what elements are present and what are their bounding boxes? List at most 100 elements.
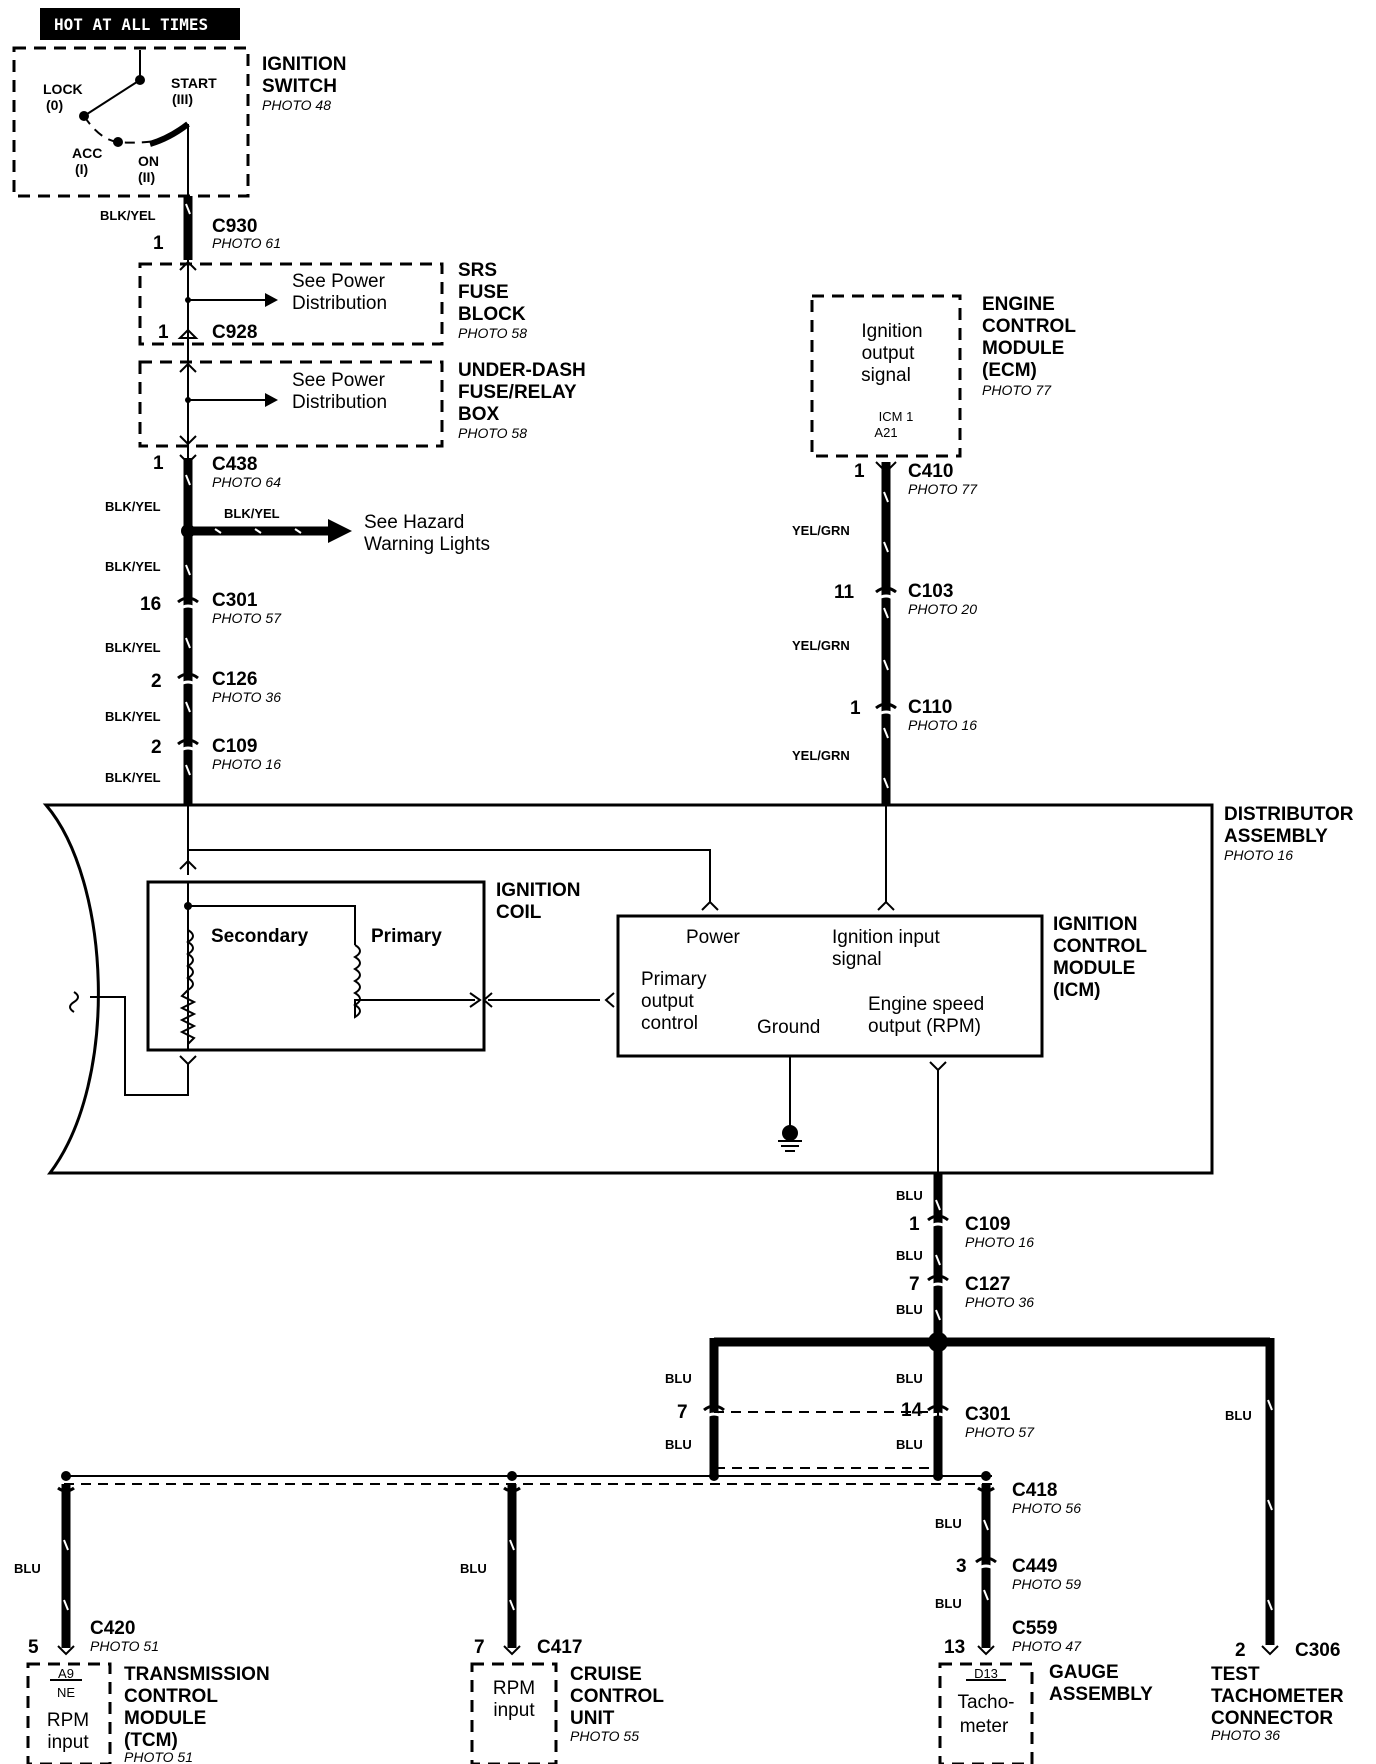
svg-text:MODULE: MODULE [124,1708,206,1729]
svg-text:14: 14 [901,1400,923,1421]
svg-text:(ECM): (ECM) [982,360,1037,381]
svg-text:(TCM): (TCM) [124,1730,178,1751]
coil-primary-label: Primary [371,926,442,947]
svg-text:PHOTO 47: PHOTO 47 [1012,1638,1082,1654]
svg-text:PHOTO 55: PHOTO 55 [570,1728,639,1744]
hazard-branch: BLK/YEL See Hazard Warning Lights [181,506,490,555]
svg-text:ENGINE: ENGINE [982,294,1055,315]
svg-text:signal: signal [861,365,911,386]
svg-text:PHOTO 56: PHOTO 56 [1012,1500,1081,1516]
connector-c928: C928 [212,322,257,343]
svg-text:TEST: TEST [1211,1664,1260,1685]
svg-text:CONNECTOR: CONNECTOR [1211,1708,1333,1729]
svg-text:CONTROL: CONTROL [982,316,1076,337]
svg-text:Tacho-: Tacho- [957,1692,1014,1713]
svg-text:C418: C418 [1012,1480,1057,1501]
wire-color-label: BLU [14,1561,41,1576]
wire-color-label: BLK/YEL [105,640,161,655]
svg-text:7: 7 [909,1274,920,1295]
svg-text:C438: C438 [212,454,257,475]
svg-text:1: 1 [153,233,164,254]
svg-text:input: input [47,1732,89,1753]
svg-text:PHOTO 51: PHOTO 51 [124,1749,193,1764]
svg-text:5: 5 [28,1637,39,1658]
svg-text:output (RPM): output (RPM) [868,1016,981,1037]
svg-text:MODULE: MODULE [982,338,1064,359]
connector-c109-left: 2 C109 PHOTO 16 [151,736,281,772]
svg-text:TACHOMETER: TACHOMETER [1211,1686,1344,1707]
wire-color-label: BLK/YEL [100,208,156,223]
ignition-coil: Secondary Primary IGNITION COIL [69,805,719,1096]
connector-c103: 11 C103 PHOTO 20 [834,581,977,617]
svg-text:NE: NE [57,1685,75,1700]
svg-text:C417: C417 [537,1637,582,1658]
ignition-switch: LOCK (0) ACC (I) ON (II) START (III) IGN… [12,46,346,198]
svg-text:PHOTO 57: PHOTO 57 [212,610,282,626]
svg-text:2: 2 [151,671,162,692]
svg-text:C127: C127 [965,1274,1010,1295]
svg-text:1: 1 [854,461,865,482]
svg-text:HOT AT ALL TIMES: HOT AT ALL TIMES [54,15,208,34]
svg-text:ICM 1: ICM 1 [879,409,914,424]
svg-text:CONTROL: CONTROL [570,1686,664,1707]
wire-color-label: YEL/GRN [792,748,850,763]
engine-control-module: Ignition output signal ICM 1 A21 ENGINE … [810,294,1076,458]
svg-text:Ignition: Ignition [861,321,922,342]
svg-text:ASSEMBLY: ASSEMBLY [1049,1684,1153,1705]
svg-text:MODULE: MODULE [1053,958,1135,979]
wire-color-label: YEL/GRN [792,638,850,653]
test-tachometer-connector: 2 C306 TEST TACHOMETER CONNECTOR PHOTO 3… [1211,1640,1344,1743]
svg-text:UNIT: UNIT [570,1708,615,1729]
wire-color-label: BLU [665,1437,692,1452]
connector-c127: 7 C127 PHOTO 36 [909,1274,1034,1310]
svg-text:Warning Lights: Warning Lights [364,534,490,555]
switch-lock-label: LOCK [43,81,83,97]
connector-c110: 1 C110 PHOTO 16 [850,697,977,733]
svg-text:output: output [862,343,916,364]
svg-text:CRUISE: CRUISE [570,1664,642,1685]
hot-at-all-times-label: HOT AT ALL TIMES [40,8,240,40]
wire-color-label: BLU [896,1188,923,1203]
svg-text:C110: C110 [908,697,952,718]
wire-color-label: BLU [896,1248,923,1263]
distributor-assembly: DISTRIBUTOR ASSEMBLY PHOTO 16 [42,803,1354,1175]
svg-text:C301: C301 [212,590,258,611]
svg-text:C301: C301 [965,1404,1011,1425]
svg-text:PHOTO 51: PHOTO 51 [90,1638,159,1654]
svg-text:2: 2 [1235,1640,1246,1661]
svg-text:GAUGE: GAUGE [1049,1662,1119,1683]
svg-text:FUSE: FUSE [458,282,509,303]
svg-text:signal: signal [832,949,882,970]
svg-text:See Power: See Power [292,370,386,391]
svg-text:TRANSMISSION: TRANSMISSION [124,1664,270,1685]
wire-color-label: BLU [1225,1408,1252,1423]
svg-text:IGNITION: IGNITION [262,54,346,75]
switch-on-num: (II) [138,169,155,185]
svg-text:D13: D13 [974,1666,998,1681]
connector-c438: 1 C438 PHOTO 64 [153,453,281,490]
wire-color-label: BLU [896,1437,923,1452]
svg-text:meter: meter [960,1716,1009,1737]
connector-c930: 1 C930 PHOTO 61 [153,216,281,254]
wire-color-label: BLU [896,1371,923,1386]
svg-text:PHOTO 36: PHOTO 36 [1211,1727,1280,1743]
svg-text:PHOTO 16: PHOTO 16 [965,1234,1034,1250]
wire-color-label: BLK/YEL [105,709,161,724]
gauge-assembly: 13 C559 PHOTO 47 D13 Tacho- meter GAUGE … [938,1618,1153,1764]
connector-c410: 1 C410 PHOTO 77 [854,461,978,497]
wire-color-label: BLU [935,1596,962,1611]
connector-c301-bottom: 7 14 C301 PHOTO 57 [677,1400,1035,1469]
svg-text:C449: C449 [1012,1556,1057,1577]
svg-text:PHOTO 57: PHOTO 57 [965,1424,1035,1440]
connector-c418-bus: C418 PHOTO 56 [61,1460,1081,1516]
switch-acc-num: (I) [75,161,88,177]
svg-text:PHOTO 61: PHOTO 61 [212,235,281,251]
wire-color-label: BLU [896,1302,923,1317]
svg-text:7: 7 [474,1637,485,1658]
hazard-wire-label: BLK/YEL [224,506,280,521]
wire-color-label: YEL/GRN [792,523,850,538]
svg-text:BOX: BOX [458,404,500,425]
svg-text:SWITCH: SWITCH [262,76,337,97]
svg-text:C103: C103 [908,581,953,602]
svg-text:ASSEMBLY: ASSEMBLY [1224,826,1328,847]
